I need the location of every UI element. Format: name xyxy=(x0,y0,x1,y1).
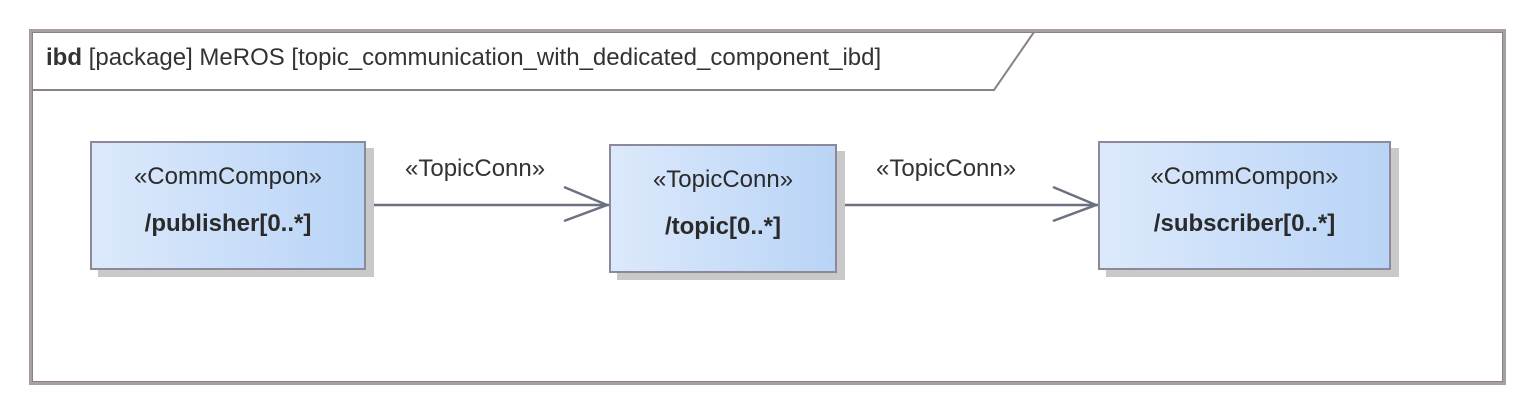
frame-title: ibd [package] MeROS [topic_communication… xyxy=(46,44,881,72)
block-topic[interactable]: «TopicConn» /topic[0..*] xyxy=(609,144,837,273)
block-name: /subscriber[0..*] xyxy=(1153,210,1336,237)
frame-kind: ibd xyxy=(46,44,82,71)
connector-label: «TopicConn» xyxy=(405,155,546,182)
connector-label: «TopicConn» xyxy=(876,155,1017,182)
connector-publisher-topic[interactable] xyxy=(366,185,611,223)
block-name: /topic[0..*] xyxy=(664,213,781,240)
diagram-frame-inner-border xyxy=(32,32,1503,382)
open-arrowhead-icon xyxy=(563,185,611,223)
block-stereotype: «CommCompon» xyxy=(133,163,323,190)
connector-topic-subscriber[interactable] xyxy=(837,185,1100,223)
block-name: /publisher[0..*] xyxy=(144,210,312,237)
open-arrowhead-icon xyxy=(1052,185,1100,223)
block-subscriber[interactable]: «CommCompon» /subscriber[0..*] xyxy=(1098,141,1391,270)
frame-name-tab xyxy=(32,32,1035,91)
block-stereotype: «CommCompon» xyxy=(1150,163,1339,190)
block-publisher[interactable]: «CommCompon» /publisher[0..*] xyxy=(90,141,366,270)
frame-label: [package] MeROS [topic_communication_wit… xyxy=(88,44,882,71)
block-stereotype: «TopicConn» xyxy=(652,166,794,193)
